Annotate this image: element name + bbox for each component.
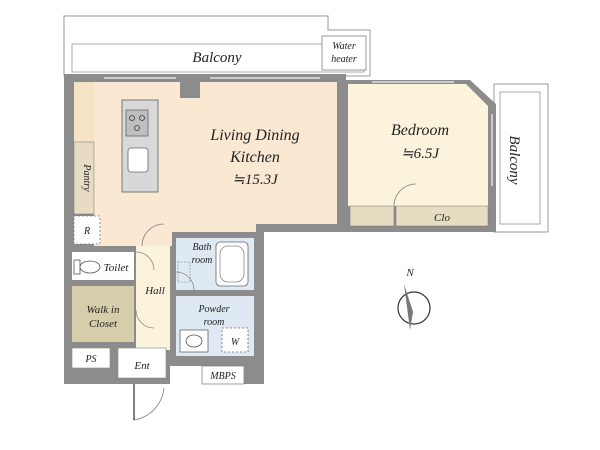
bedroom-floor [348,84,488,206]
pantry [73,141,95,215]
bedroom-storage [349,205,395,227]
balcony-top-label: Balcony [192,50,241,66]
ldk-label-2: Kitchen [229,149,280,166]
toilet-icon [73,259,101,275]
ldk-label-1: Living Dining [209,127,299,144]
walkin-label-1: Walk in [87,304,120,316]
balcony-right-label: Balcony [506,135,522,184]
bath-door [175,271,195,291]
bedroom-size: ≒6.5J [401,146,440,162]
walkin-door [135,309,155,329]
toilet-door [135,251,155,271]
hall-label: Hall [144,285,165,297]
bedroom-door [393,183,417,207]
windows [104,77,493,186]
balcony-top [63,15,371,77]
bath-label-1: Bath [193,242,212,253]
powder-label-2: room [204,317,225,328]
mbps-box [201,365,245,385]
bedroom-closet [395,205,489,227]
sink-icon [127,147,149,173]
walkin-label-2: Closet [89,318,118,330]
compass: N [397,267,431,330]
closet-label: Clo [434,212,450,224]
ldk-door [141,223,165,247]
water-heater-label-2: heater [331,54,357,65]
bedroom-label: Bedroom [391,122,449,139]
mbps-label: MBPS [209,371,236,382]
compass-north-label: N [405,267,414,279]
toilet-label: Toilet [104,262,130,274]
kitchen-strip [74,82,94,142]
washer-label: W [231,337,241,348]
entrance-floor [117,347,167,379]
refrigerator-label: R [83,226,90,237]
compass-ring-icon [397,291,431,325]
refrigerator-space [73,215,101,245]
ldk-size: ≒15.3J [232,172,279,188]
water-heater-label-1: Water [332,41,356,52]
ps-shaft [71,347,111,369]
washer-space [221,327,249,353]
ps-label: PS [84,354,96,365]
kitchen-island [121,99,159,193]
entrance-door [133,384,165,421]
ent-label: Ent [133,360,150,372]
walkin-closet [72,286,134,342]
powder-label-1: Powder [197,304,229,315]
bathtub-icon [215,241,249,287]
water-heater-box [321,35,367,71]
washbasin-icon [185,334,203,348]
stove-icon [125,109,149,137]
bath-label-2: room [192,255,213,266]
pantry-label: Pantry [81,163,92,192]
